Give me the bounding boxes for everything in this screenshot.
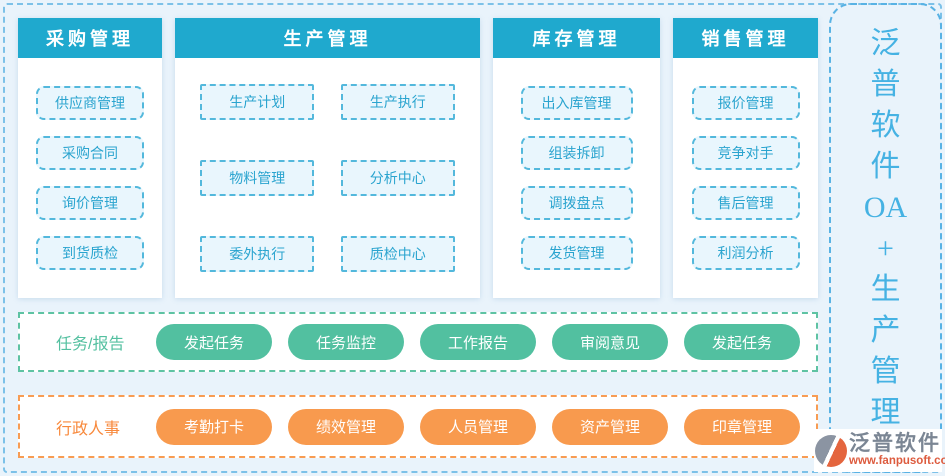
module-button-production-plan[interactable]: 生产计划	[200, 84, 315, 120]
module-button-inquiry-mgmt[interactable]: 询价管理	[36, 186, 144, 220]
module-button-production-execution[interactable]: 生产执行	[340, 84, 455, 120]
admin-hr-band: 行政人事 考勤打卡 绩效管理 人员管理 资产管理 印章管理	[18, 395, 818, 458]
module-button-analysis-center[interactable]: 分析中心	[340, 160, 455, 196]
module-button-transfer-stocktake[interactable]: 调拨盘点	[520, 186, 633, 220]
pill-asset-mgmt[interactable]: 资产管理	[552, 408, 668, 445]
module-button-assembly-disassembly[interactable]: 组装拆卸	[520, 136, 633, 170]
module-button-supplier-mgmt[interactable]: 供应商管理	[36, 86, 144, 120]
panel-production-title: 生产管理	[175, 18, 480, 58]
panel-production: 生产管理 生产计划 生产执行 物料管理 分析中心 委外执行 质检中心	[175, 18, 480, 298]
fanpu-logo-name: 泛普软件	[849, 432, 941, 456]
task-report-band: 任务/报告 发起任务 任务监控 工作报告 审阅意见 发起任务	[18, 312, 818, 372]
pill-performance-mgmt[interactable]: 绩效管理	[288, 408, 404, 445]
sidebar-char: 软	[870, 109, 901, 142]
sidebar-char: +	[877, 232, 894, 265]
panel-procurement: 采购管理 供应商管理 采购合同 询价管理 到货质检	[18, 18, 162, 298]
sidebar-char: OA	[863, 191, 908, 224]
module-button-material-mgmt[interactable]: 物料管理	[200, 160, 315, 196]
pill-launch-task-2[interactable]: 发起任务	[684, 324, 800, 360]
panel-production-body: 生产计划 生产执行 物料管理 分析中心 委外执行 质检中心	[175, 58, 480, 272]
sidebar-char: 产	[870, 314, 901, 347]
sidebar-char: 理	[870, 396, 901, 429]
sidebar-char: 泛	[870, 27, 901, 60]
sidebar-char: 生	[870, 273, 901, 306]
fanpu-logo: 泛普软件 www.fanpusoft.com	[814, 429, 945, 472]
task-report-label: 任务/报告	[56, 336, 125, 353]
sidebar-char: 管	[870, 355, 901, 388]
pill-task-monitor[interactable]: 任务监控	[288, 324, 404, 360]
module-button-qc-center[interactable]: 质检中心	[340, 236, 455, 272]
fanpu-logo-url: www.fanpusoft.com	[849, 455, 945, 468]
module-button-competitors[interactable]: 竞争对手	[691, 136, 800, 170]
pill-launch-task[interactable]: 发起任务	[156, 324, 272, 360]
module-button-quotation-mgmt[interactable]: 报价管理	[691, 86, 800, 120]
module-button-profit-analysis[interactable]: 利润分析	[691, 236, 800, 270]
sidebar-vertical-title: 泛 普 软 件 OA + 生 产 管 理	[829, 3, 942, 473]
panel-inventory: 库存管理 出入库管理 组装拆卸 调拨盘点 发货管理	[493, 18, 660, 298]
pill-review-opinion[interactable]: 审阅意见	[552, 324, 668, 360]
module-button-outsourcing-execution[interactable]: 委外执行	[200, 236, 315, 272]
panel-sales-body: 报价管理 竞争对手 售后管理 利润分析	[673, 58, 818, 270]
panel-inventory-body: 出入库管理 组装拆卸 调拨盘点 发货管理	[493, 58, 660, 270]
module-button-shipping-mgmt[interactable]: 发货管理	[520, 236, 633, 270]
module-button-purchase-contract[interactable]: 采购合同	[36, 136, 144, 170]
module-button-after-sales-mgmt[interactable]: 售后管理	[691, 186, 800, 220]
panel-procurement-body: 供应商管理 采购合同 询价管理 到货质检	[18, 58, 162, 270]
pill-personnel-mgmt[interactable]: 人员管理	[420, 408, 536, 445]
sidebar-char: 件	[870, 150, 901, 183]
pill-seal-mgmt[interactable]: 印章管理	[684, 408, 800, 445]
fanpu-logo-text: 泛普软件 www.fanpusoft.com	[849, 433, 945, 468]
panel-sales-title: 销售管理	[673, 18, 818, 58]
fanpu-logo-icon	[815, 434, 847, 467]
pill-attendance-checkin[interactable]: 考勤打卡	[156, 408, 272, 445]
pill-work-report[interactable]: 工作报告	[420, 324, 536, 360]
module-button-warehouse-in-out[interactable]: 出入库管理	[520, 86, 633, 120]
panel-procurement-title: 采购管理	[18, 18, 162, 58]
panel-inventory-title: 库存管理	[493, 18, 660, 58]
panel-sales: 销售管理 报价管理 竞争对手 售后管理 利润分析	[673, 18, 818, 298]
sidebar-char: 普	[870, 68, 901, 101]
module-button-arrival-qc[interactable]: 到货质检	[36, 236, 144, 270]
admin-hr-label: 行政人事	[56, 420, 121, 438]
